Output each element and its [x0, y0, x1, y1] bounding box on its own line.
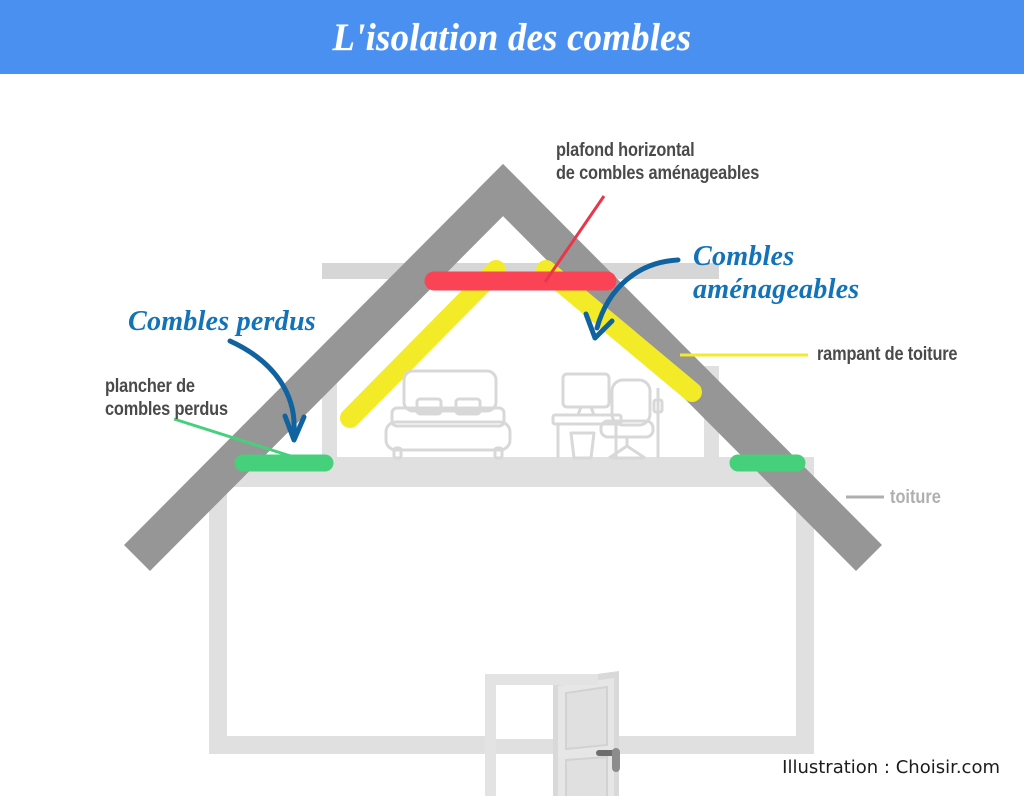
arrow-combles-perdus — [227, 338, 307, 443]
door-frame — [485, 674, 598, 796]
leader-line-plancher — [173, 417, 301, 461]
label-plancher-line1: plancher de — [105, 376, 195, 397]
roof-toiture — [124, 164, 882, 571]
leader-line-plafond — [543, 195, 606, 283]
label-rampant-de-toiture: rampant de toiture — [817, 344, 958, 365]
label-toiture: toiture — [890, 487, 941, 508]
office-chair-icon — [599, 378, 664, 460]
arrow-combles-amenageables — [583, 257, 681, 341]
label-combles-amenageables: Combles aménageables — [693, 240, 859, 306]
label-plafond-horizontal: plafond horizontal de combles aménageabl… — [556, 139, 759, 185]
label-combles-perdus: Combles perdus — [128, 305, 316, 337]
label-plancher-line2: combles perdus — [105, 399, 228, 420]
label-plafond-line2: de combles aménageables — [556, 163, 760, 184]
bed-icon — [384, 369, 512, 460]
ground-floor-walls — [209, 470, 814, 754]
page-title: L'isolation des combles — [332, 15, 692, 59]
footer-credit: Illustration : Choisir.com — [782, 757, 1000, 778]
label-combles-amenageables-line1: Combles — [693, 240, 795, 272]
label-plafond-line1: plafond horizontal — [556, 140, 695, 161]
label-plancher-combles-perdus: plancher de combles perdus — [105, 375, 228, 421]
house-cross-section-diagram — [124, 164, 884, 796]
label-combles-amenageables-line2: aménageables — [693, 273, 860, 305]
rampant-insulation-left — [340, 260, 506, 428]
header-banner: L'isolation des combles — [0, 0, 1024, 74]
illustration-stage: plafond horizontal de combles aménageabl… — [0, 74, 1024, 796]
